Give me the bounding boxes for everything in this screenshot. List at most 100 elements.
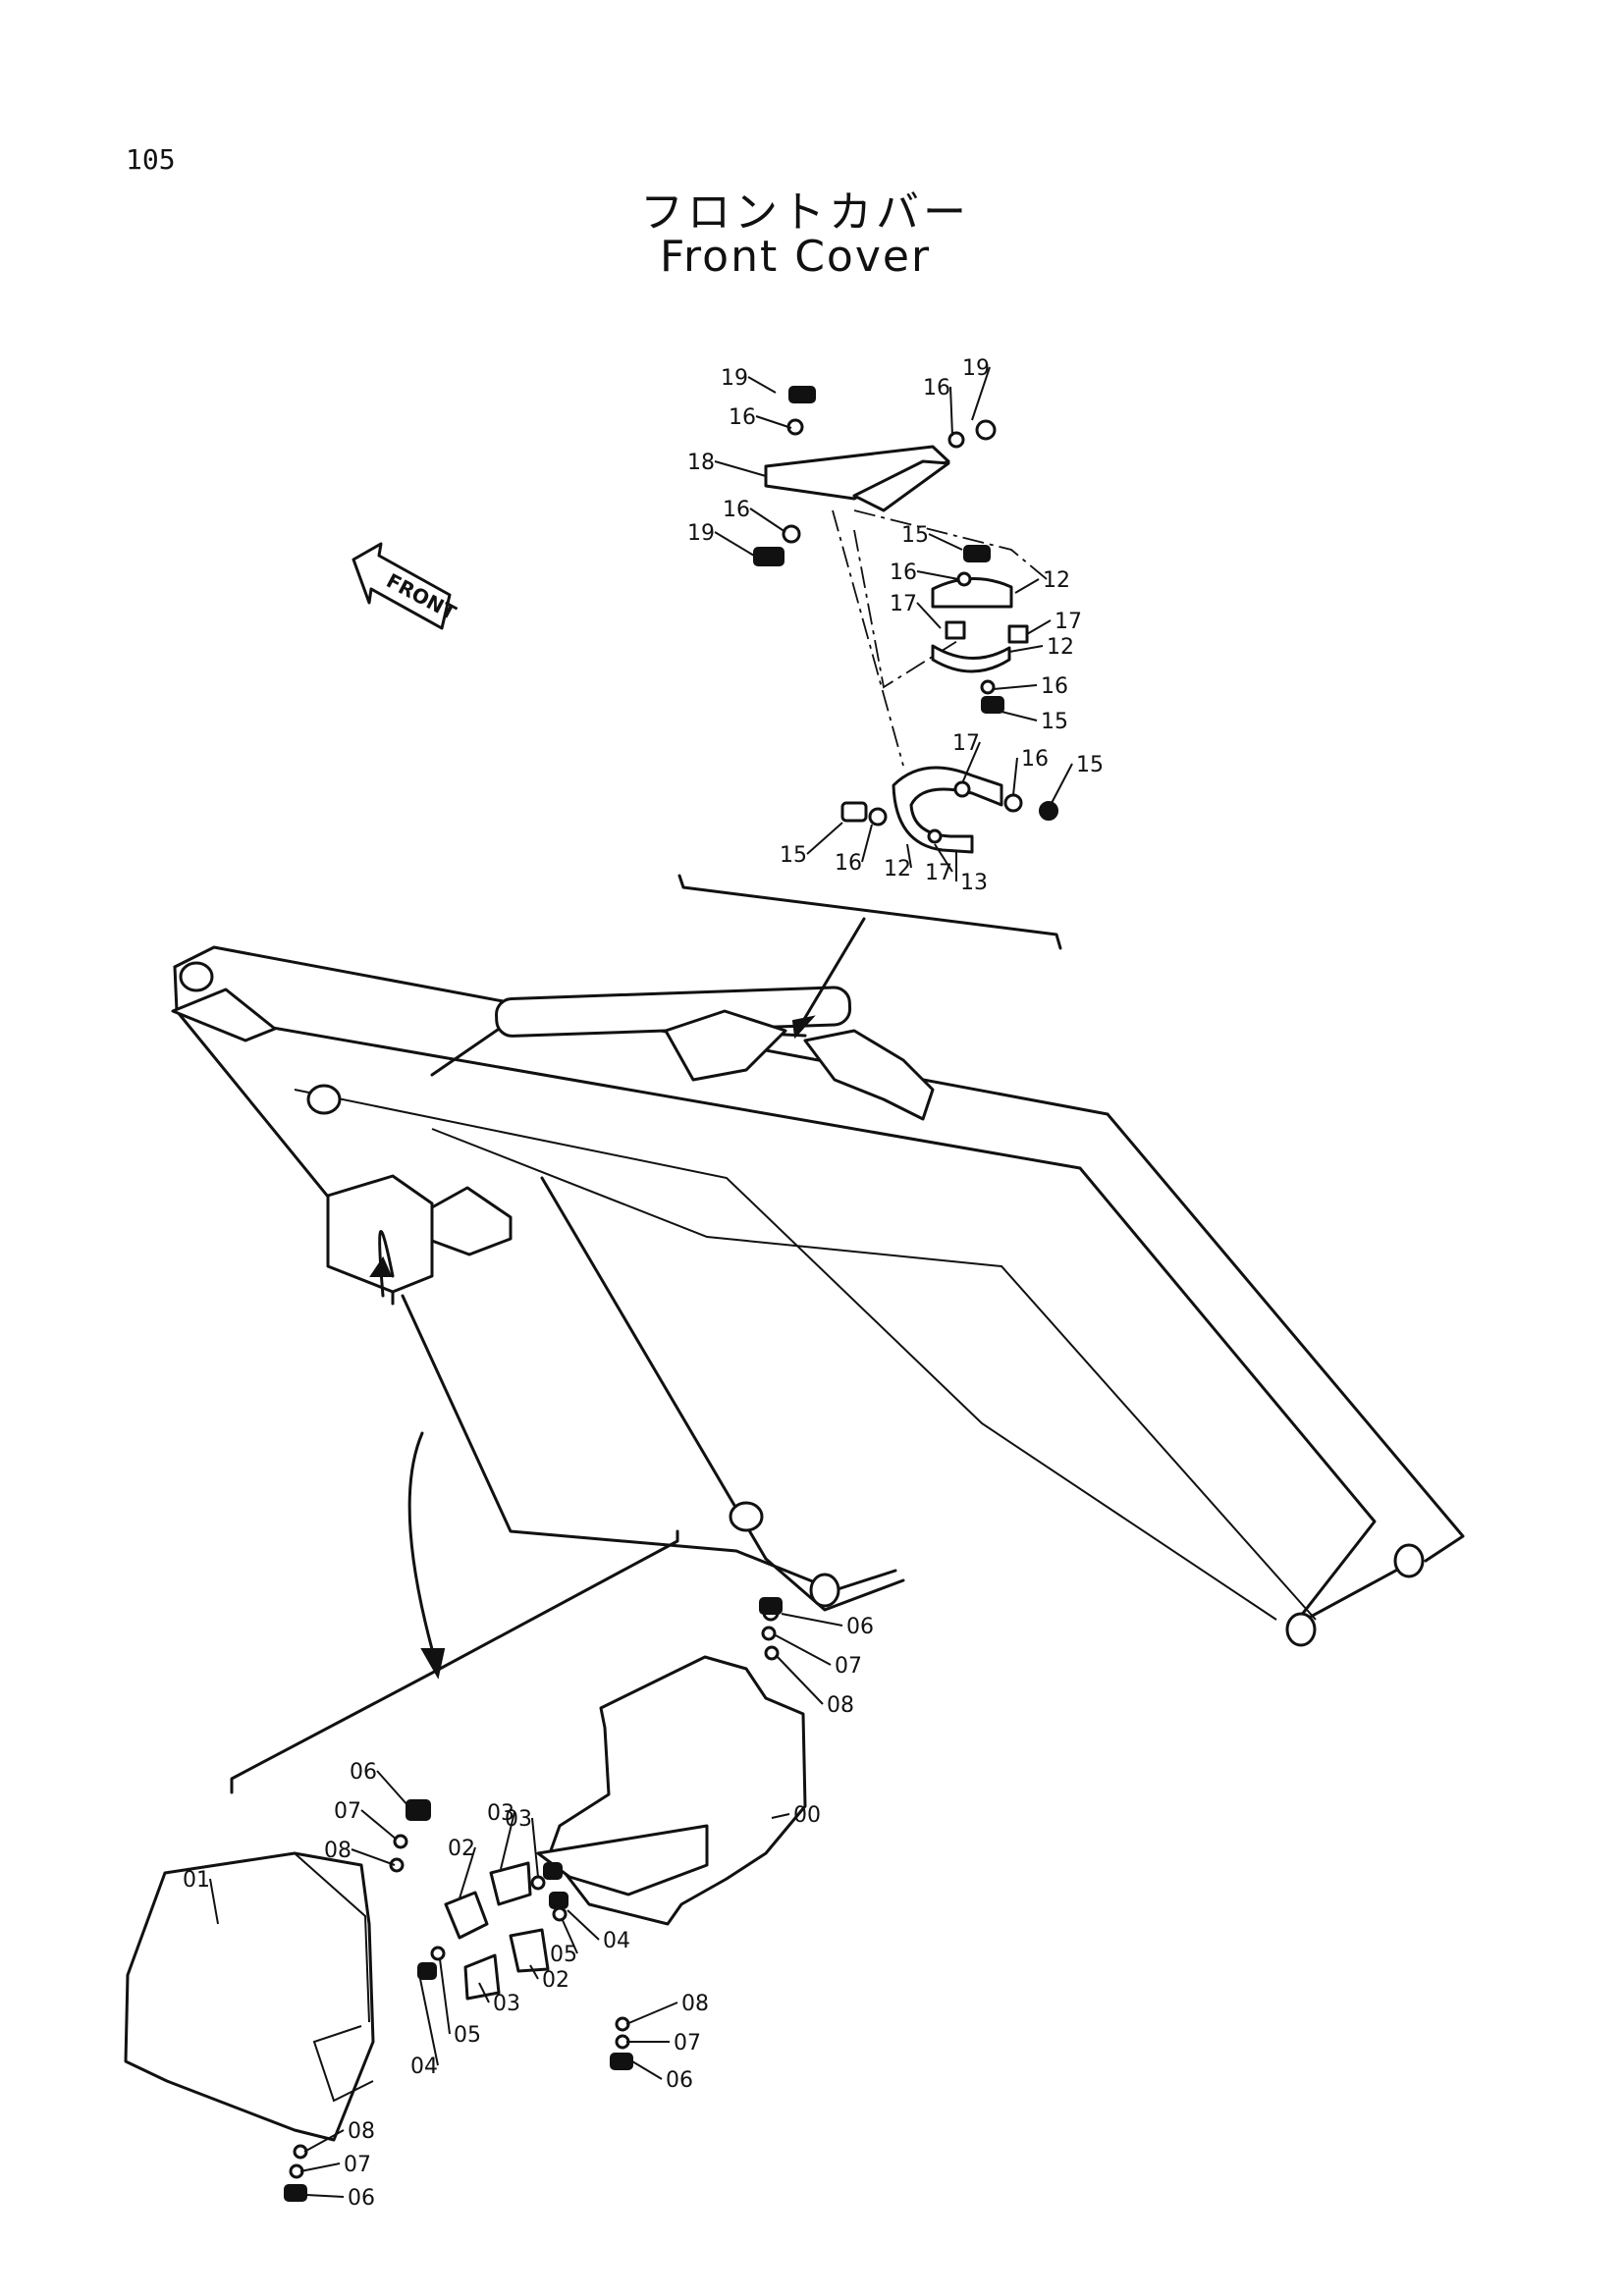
callout-leader (749, 507, 786, 533)
callout-leader (806, 822, 843, 855)
callout-number-06: 06 (348, 2186, 375, 2211)
callout-leader (775, 1654, 824, 1705)
callout-number-15: 15 (1041, 710, 1068, 734)
callout-number-05: 05 (454, 2023, 481, 2048)
callout-number-15: 15 (901, 523, 929, 548)
callout-number-16: 16 (1021, 747, 1049, 772)
boom-assembly (171, 945, 1465, 1647)
callout-leader (419, 1978, 439, 2066)
callout-number-08: 08 (827, 1693, 854, 1718)
callout-leader (961, 741, 981, 784)
callout-number-17: 17 (1055, 610, 1082, 634)
callout-leader (561, 1917, 578, 1954)
callout-leader (997, 710, 1038, 721)
bracket-03-right (463, 1953, 501, 2001)
callout-number-07: 07 (674, 2031, 701, 2056)
callout-number-16: 16 (723, 498, 750, 522)
callout-number-12: 12 (1047, 635, 1074, 660)
callout-number-15: 15 (780, 843, 807, 868)
callout-number-03: 03 (505, 1807, 532, 1832)
page-number: 105 (126, 143, 176, 176)
callout-leader (459, 1846, 476, 1899)
callout-number-19: 19 (721, 366, 748, 391)
cover-part-01 (124, 1851, 375, 2142)
callout-leader (531, 1817, 539, 1878)
callout-number-08: 08 (348, 2119, 375, 2144)
callout-number-04: 04 (603, 1929, 630, 1953)
callout-leader (775, 1634, 832, 1666)
callout-number-05: 05 (550, 1943, 577, 1967)
bracket-02-left (444, 1891, 489, 1940)
callout-leader (529, 1964, 539, 1980)
callout-leader (971, 366, 991, 421)
callout-number-16: 16 (835, 851, 862, 876)
callout-number-18: 18 (687, 451, 715, 475)
clamp-half-lower (931, 644, 1011, 673)
callout-leader (567, 1909, 600, 1941)
callout-number-16: 16 (729, 405, 756, 430)
callout-number-08: 08 (324, 1839, 352, 1863)
callout-leader (305, 2194, 345, 2198)
callout-number-02: 02 (542, 1968, 569, 1993)
callout-leader (714, 531, 755, 557)
callout-leader (478, 1982, 490, 2003)
callout-number-03: 03 (487, 1801, 514, 1826)
callout-leader (1026, 619, 1052, 635)
callout-leader (747, 376, 777, 394)
callout-number-17: 17 (890, 592, 917, 616)
title-japanese: フロントカバー (640, 187, 970, 238)
callout-leader (299, 2163, 341, 2172)
callout-leader (209, 1878, 219, 1925)
callout-leader (360, 1809, 398, 1841)
clamp-half-upper (931, 577, 1013, 609)
callout-number-19: 19 (962, 356, 990, 381)
callout-number-06: 06 (350, 1760, 377, 1785)
callout-leader (781, 1613, 843, 1627)
callout-number-19: 19 (687, 521, 715, 546)
callout-leader (949, 386, 953, 437)
callout-leader (625, 2002, 678, 2025)
callout-leader (439, 1958, 451, 2035)
callout-number-16: 16 (1041, 674, 1068, 699)
callout-leader (351, 1848, 396, 1866)
callout-leader (906, 843, 912, 869)
callout-leader (755, 415, 792, 429)
front-direction-arrow-icon: FRONT (352, 542, 460, 630)
callout-leader (916, 570, 959, 580)
callout-number-08: 08 (681, 1992, 709, 2016)
callout-number-07: 07 (344, 2153, 371, 2177)
title-english: Front Cover (659, 232, 932, 282)
callout-number-17: 17 (925, 861, 952, 885)
bracket-03-left (489, 1861, 532, 1906)
callout-leader (1014, 578, 1040, 594)
bracket-02-right (509, 1928, 550, 1973)
callout-leader (771, 1813, 790, 1819)
callout-leader (1050, 763, 1073, 806)
callout-number-12: 12 (884, 857, 911, 881)
clamp-double (892, 766, 1003, 854)
callout-number-03: 03 (493, 1992, 520, 2016)
callout-number-13: 13 (960, 871, 988, 895)
callout-leader (303, 2129, 345, 2153)
callout-leader (993, 684, 1038, 690)
callout-number-00: 00 (793, 1803, 821, 1828)
clamp-bracket-arm (852, 459, 950, 512)
callout-leader (1008, 645, 1044, 653)
callout-number-01: 01 (183, 1868, 210, 1893)
callout-leader (714, 460, 767, 477)
callout-number-12: 12 (1043, 568, 1070, 593)
callout-leader (916, 602, 942, 629)
callout-number-17: 17 (952, 731, 980, 756)
callout-number-16: 16 (923, 376, 950, 400)
callout-number-04: 04 (410, 2055, 438, 2079)
callout-number-16: 16 (890, 561, 917, 585)
callout-leader (861, 824, 873, 863)
callout-number-07: 07 (835, 1654, 862, 1679)
callout-leader (1012, 757, 1018, 796)
callout-number-07: 07 (334, 1799, 361, 1824)
callout-leader (500, 1811, 515, 1870)
hose-clamp-group (677, 386, 1062, 1040)
callout-number-15: 15 (1076, 753, 1104, 777)
